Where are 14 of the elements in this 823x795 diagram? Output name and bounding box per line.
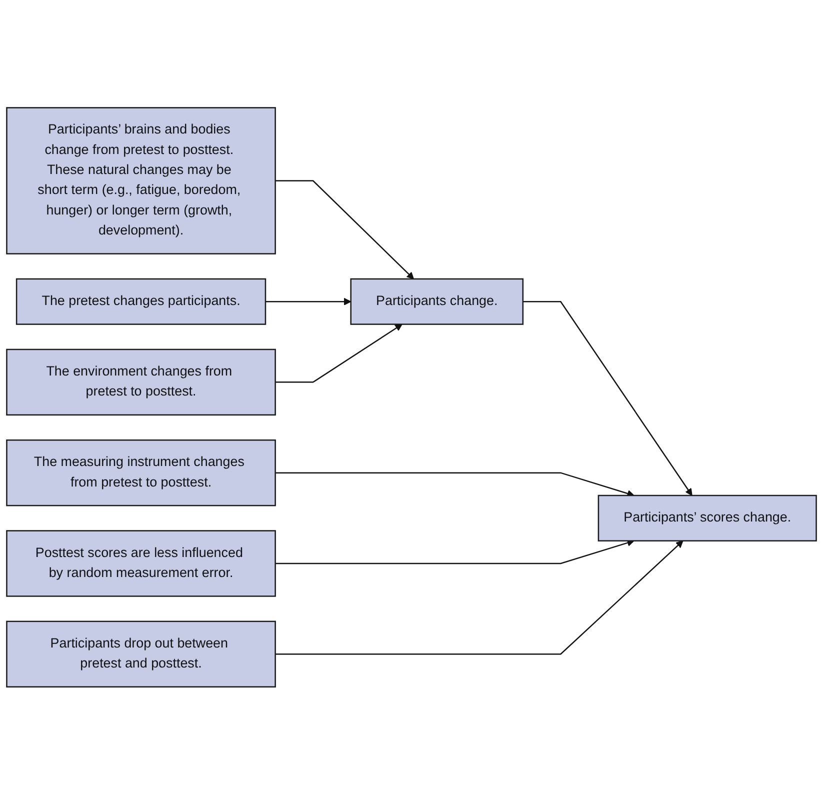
node-box: Posttest scores are less influenced by random measurement error. (6, 530, 276, 598)
arrow (522, 301, 692, 496)
arrow (275, 180, 414, 280)
node-box: The pretest changes participants. (16, 278, 266, 326)
arrow (275, 540, 684, 655)
node-box: Participants’ brains and bodies change from pretest to posttest. These natural changes may be short term (e.g., fatigue, boredom, hunger) or longer term (growth, development). (6, 107, 276, 255)
node-box: Participants change. (350, 278, 524, 326)
arrow (265, 298, 352, 306)
node-box: Participants drop out between pretest and posttest. (6, 620, 276, 688)
arrow (275, 324, 402, 384)
node-box: The environment changes from pretest to posttest. (6, 349, 276, 416)
arrow (275, 472, 634, 498)
node-box: Participants’ scores change. (598, 495, 817, 542)
node-box: The measuring instrument changes from pretest to posttest. (6, 440, 276, 506)
